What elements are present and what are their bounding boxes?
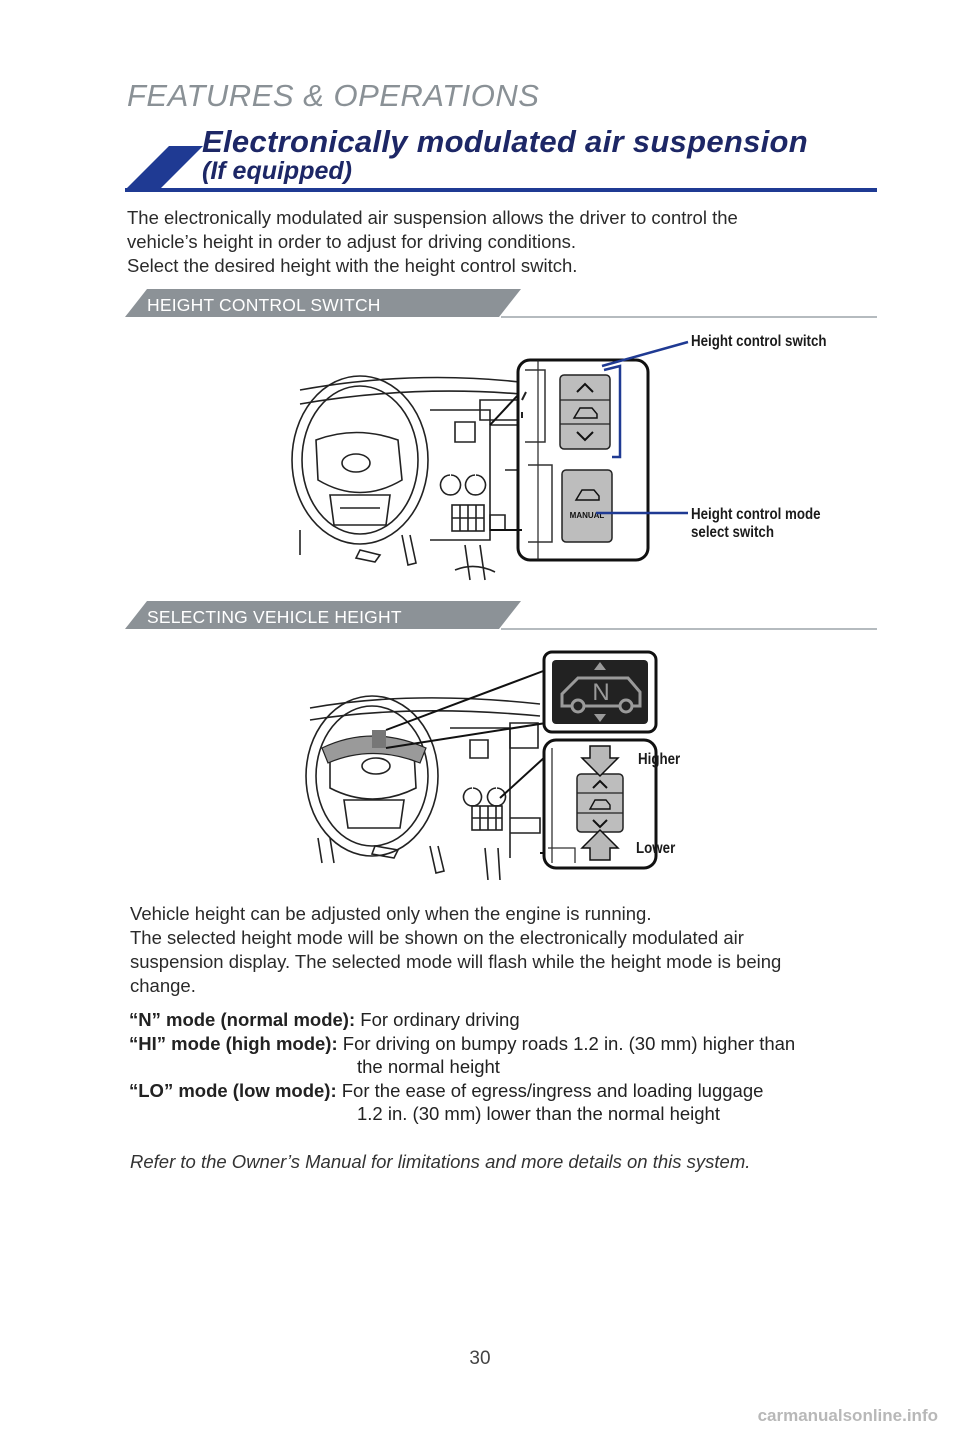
mode-description: For ordinary driving [360, 1009, 520, 1030]
figure-selecting-vehicle-height: N [305, 650, 658, 880]
callout-bracket [603, 364, 622, 459]
title-underline [125, 188, 877, 192]
switch-inset: MANUAL [489, 358, 650, 562]
height-control-switch [559, 374, 611, 450]
label-higher: Higher [638, 751, 681, 768]
dashboard-line-art [305, 695, 541, 880]
chevron-up-icon [576, 382, 594, 393]
dashboard-line-art [291, 375, 531, 581]
mode-description: 1.2 in. (30 mm) lower than the normal he… [357, 1103, 720, 1124]
arrow-up-icon [594, 662, 606, 670]
mode-hi: “HI” mode (high mode): For driving on bu… [129, 1032, 889, 1079]
arrow-down-icon [594, 714, 606, 722]
mode-description: the normal height [357, 1056, 500, 1077]
mode-description: For the ease of egress/ingress and loadi… [341, 1079, 764, 1101]
manual-label: MANUAL [570, 511, 605, 520]
mode-label: “LO” mode (low mode): [129, 1079, 337, 1101]
vehicle-outline-icon [560, 676, 642, 708]
mode-label: “N” mode (normal mode): [129, 1009, 356, 1030]
band-label-selecting-vehicle-height: SELECTING VEHICLE HEIGHT [147, 607, 402, 627]
band-selecting-vehicle-height [125, 601, 877, 630]
vehicle-icon [574, 489, 600, 501]
vehicle-icon [572, 407, 598, 419]
band-height-control-switch [125, 289, 877, 318]
chevron-down-icon [592, 819, 608, 829]
intro-line: vehicle’s height in order to adjust for … [127, 231, 577, 252]
press-up-arrow-icon [580, 828, 620, 861]
band-label-height-control-switch: HEIGHT CONTROL SWITCH [147, 295, 381, 315]
mode-label: “HI” mode (high mode): [129, 1032, 338, 1054]
chevron-up-icon [592, 779, 608, 789]
callout-height-control-mode: Height control mode select switch [691, 506, 821, 541]
vehicle-icon [588, 799, 611, 810]
label-lower: Lower [636, 840, 676, 857]
mode-description: For driving on bumpy roads 1.2 in. (30 m… [342, 1032, 796, 1054]
press-down-arrow-icon [580, 745, 620, 778]
intro-paragraph: The electronically modulated air suspens… [127, 206, 887, 278]
height-control-mode-select-switch [561, 469, 613, 543]
paragraph-line: The selected height mode will be shown o… [130, 927, 744, 948]
callout-height-control-switch: Height control switch [691, 333, 827, 350]
figure-height-control-switch: MANUAL [291, 340, 689, 581]
chevron-down-icon [576, 431, 594, 442]
mode-lo: “LO” mode (low mode): For the ease of eg… [129, 1079, 889, 1126]
page-number: 30 [469, 1348, 491, 1369]
callout-line-switch [601, 340, 689, 368]
multi-info-display [372, 730, 386, 748]
intro-line: The electronically modulated air suspens… [127, 207, 738, 228]
display-mode-letter: N [592, 679, 609, 706]
footnote: Refer to the Owner’s Manual for limitati… [130, 1151, 751, 1172]
title-accent-slash [125, 146, 203, 190]
page-subtitle: (If equipped) [202, 157, 352, 185]
mode-n: “N” mode (normal mode): For ordinary dri… [129, 1008, 889, 1032]
page-title: Electronically modulated air suspension [202, 124, 809, 159]
paragraph-line: change. [130, 975, 196, 996]
intro-line: Select the desired height with the heigh… [127, 255, 578, 276]
height-adjust-paragraph: Vehicle height can be adjusted only when… [130, 902, 890, 998]
mode-list: “N” mode (normal mode): For ordinary dri… [129, 1008, 889, 1126]
title-banner [125, 146, 877, 192]
height-control-switch [576, 773, 624, 833]
section-label: FEATURES & OPERATIONS [127, 78, 540, 113]
gauge-cluster [321, 735, 427, 764]
watermark: carmanualsonline.info [757, 1406, 938, 1425]
paragraph-line: suspension display. The selected mode wi… [130, 951, 782, 972]
paragraph-line: Vehicle height can be adjusted only when… [130, 903, 652, 924]
